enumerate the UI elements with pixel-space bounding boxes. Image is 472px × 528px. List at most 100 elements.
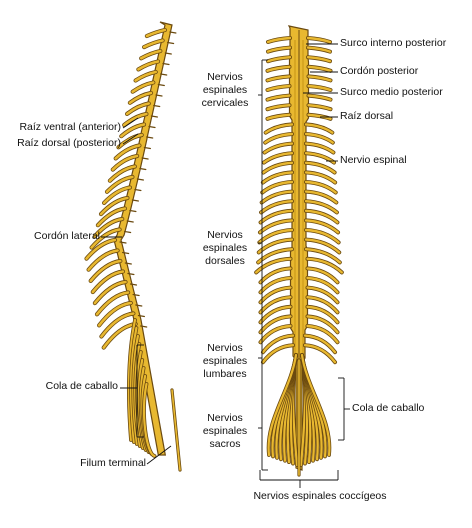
nerve-root-left-6 [128,91,153,105]
spinal-nerve-right-18 [304,209,339,224]
label-dorsal-nerves: Nervios espinales dorsales [190,229,260,268]
spinal-nerve-left-29 [259,315,292,334]
label-coccygeal-nerves: Nervios espinales coccígeos [253,490,387,502]
nerve-root-left-16 [99,196,129,216]
spinal-nerve-right-32 [303,344,337,364]
root-stub-24 [127,272,135,276]
label-ventral-root: Raíz ventral (anterior) [19,121,121,133]
spinal-nerve-right-28 [306,305,339,324]
spinal-nerve-right-17 [304,200,339,214]
spinal-nerve-right-30 [306,324,339,344]
spinal-nerve-right-6 [307,94,332,101]
spinal-nerve-left-4 [266,75,291,82]
root-stub-10 [148,125,156,129]
label-sacral-line-3: sacros [209,438,241,450]
label-lumbar-line-2: espinales [202,355,248,367]
label-cauda-equina-left: Cola de caballo [45,380,118,392]
spinal-nerve-left-17 [259,200,294,214]
spinal-nerve-left-3 [266,65,291,72]
spinal-nerve-left-30 [259,324,292,344]
nerve-root-left-25 [95,291,130,316]
root-stub-13 [141,157,149,160]
label-leader-lines [101,43,350,488]
leader-filum-terminale [146,445,172,465]
nerve-root-left-22 [89,259,122,283]
root-stub-27 [135,304,143,307]
spinal-nerve-left-18 [259,209,294,224]
label-cervical-line-2: espinales [202,84,248,96]
label-median-posterior-sulcus: Surco medio posterior [340,86,443,98]
spinal-nerve-right-2 [306,56,332,63]
label-posterior-cord: Cordón posterior [340,65,419,77]
spinal-nerve-left-15 [261,180,294,194]
spinal-nerve-right-22 [304,248,341,264]
root-stub-1 [169,31,177,34]
nerve-root-left-14 [105,175,134,194]
spinal-nerve-right-8 [307,113,332,120]
spinal-nerve-right-25 [306,276,339,294]
root-stub-16 [134,188,142,192]
root-stub-22 [122,251,130,255]
root-stub-20 [124,230,132,234]
cauda-strand-rr-7 [300,353,331,457]
label-spinal-nerve: Nervio espinal [340,154,407,166]
nerve-root-left-12 [111,154,139,171]
root-stub-21 [119,241,127,244]
root-stub-9 [150,115,158,118]
spinal-nerve-left-12 [262,152,294,164]
spinal-nerve-left-21 [257,238,294,254]
spinal-nerve-right-4 [307,75,332,82]
nerve-root-left-26 [97,301,133,327]
root-stub-17 [131,199,139,202]
root-stub-15 [136,178,144,181]
nerve-root-left-7 [125,102,150,116]
spinal-nerve-right-3 [307,65,332,72]
spinal-nerve-right-23 [306,257,343,274]
cauda-strand-left-8 [143,382,156,458]
spinal-nerve-right-26 [306,286,339,304]
nerve-root-left-1 [142,39,164,49]
label-dorsal-line-2: espinales [202,242,248,254]
spinal-nerve-left-16 [260,190,294,204]
spinal-nerve-left-10 [264,132,294,144]
spinal-nerve-left-7 [266,104,291,111]
spinal-nerve-right-13 [304,161,336,174]
label-internal-posterior-sulcus: Surco interno posterior [340,37,447,49]
spinal-nerve-left-25 [259,276,292,294]
spinal-nerve-left-28 [259,305,292,324]
spinal-nerve-right-19 [304,219,340,234]
lateral-view-spinal-cord [84,21,182,472]
nerve-root-left-24 [93,280,127,305]
cauda-strand-left-0 [127,318,137,442]
spinal-nerve-right-9 [304,123,334,134]
label-filum-terminale: Filum terminal [80,457,146,469]
nerve-root-left-19 [90,228,121,249]
spinal-nerve-left-2 [266,56,292,63]
spinal-nerve-left-27 [259,296,292,314]
root-stub-23 [124,262,132,265]
label-lumbar-line-1: Nervios [207,342,243,354]
label-dorsal-line-1: Nervios [207,229,243,241]
label-lumbar-nerves: Nervios espinales lumbares [190,342,260,381]
leader-ventral-root [122,117,139,129]
spinal-nerve-left-9 [264,123,294,134]
spinal-nerve-left-0 [266,36,292,44]
spinal-nerve-right-7 [307,104,332,111]
nerve-root-left-2 [139,49,162,60]
label-cervical-nerves: Nervios espinales cervicales [190,71,260,110]
label-cervical-line-3: cervicales [201,97,249,109]
spinal-nerve-left-31 [261,334,295,354]
spinal-nerve-left-22 [257,248,294,264]
label-lumbar-line-3: lumbares [203,368,247,380]
label-dorsal-line-3: dorsales [205,255,245,267]
spinal-nerve-right-1 [306,46,332,53]
spinal-nerve-right-14 [304,171,337,184]
spinal-nerve-right-0 [306,36,332,44]
root-stub-18 [129,209,137,213]
spinal-nerve-left-1 [266,46,292,53]
leader-dorsal-root-left [122,133,139,145]
posterior-view-spinal-cord [254,25,344,477]
cauda-strand-rl-7 [267,353,298,457]
root-stub-4 [162,62,170,66]
